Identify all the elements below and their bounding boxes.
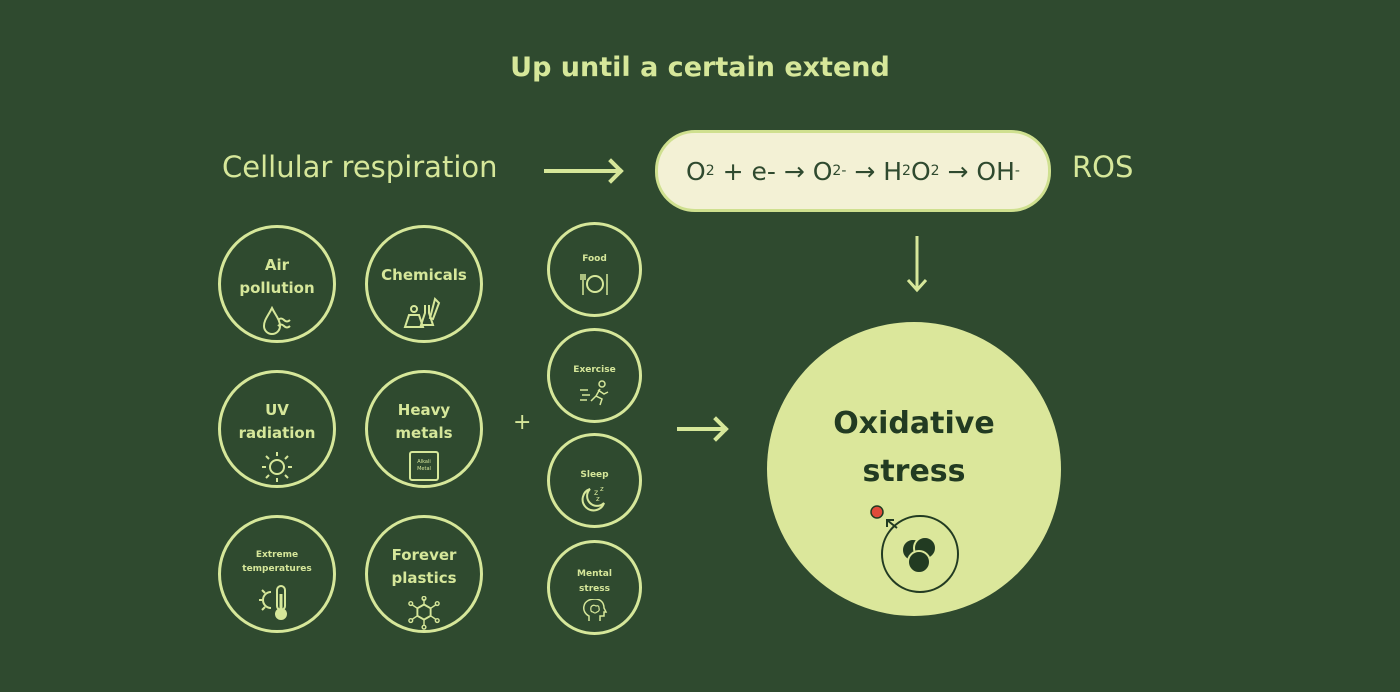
factor-label: UV radiation bbox=[239, 399, 316, 445]
plus-sign: + bbox=[513, 410, 532, 435]
plate-cutlery-icon bbox=[579, 274, 608, 295]
metal-icon-text2: Metal bbox=[417, 466, 431, 472]
factor-line1: Heavy bbox=[397, 401, 451, 419]
chemistry-flask-icon bbox=[403, 297, 441, 328]
moon-zzz-icon: z z z bbox=[581, 485, 605, 512]
thermometer-sun-icon bbox=[259, 585, 287, 620]
factor-uv-radiation: UV radiation bbox=[218, 370, 336, 488]
factor-label: Air pollution bbox=[239, 254, 314, 300]
brain-head-icon bbox=[582, 599, 607, 621]
factor-extreme-temperatures: Extreme temperatures bbox=[218, 515, 336, 633]
running-person-icon bbox=[579, 380, 608, 406]
factor-line1: Extreme bbox=[255, 550, 299, 560]
eq-arrow: → bbox=[939, 156, 977, 186]
factor-label: Forever plastics bbox=[391, 544, 456, 590]
cell-free-radical-icon bbox=[870, 505, 959, 593]
factor-line2: plastics bbox=[391, 569, 457, 587]
factor-line1: UV bbox=[265, 401, 289, 419]
eq-sub: 2 bbox=[705, 163, 715, 179]
factor-chemicals: Chemicals bbox=[365, 225, 483, 343]
eq-sub: 2 bbox=[832, 163, 842, 179]
eq-o: O bbox=[686, 156, 706, 186]
lifestyle-line2: stress bbox=[579, 584, 610, 594]
eq-o3: O bbox=[910, 156, 931, 186]
svg-text:z: z bbox=[596, 495, 600, 503]
lifestyle-label: Mental stress bbox=[577, 567, 612, 597]
svg-text:z: z bbox=[600, 485, 604, 493]
factor-line2: temperatures bbox=[242, 564, 312, 574]
lifestyle-exercise: Exercise bbox=[547, 328, 642, 423]
arrow-to-equation bbox=[544, 169, 620, 173]
factor-air-pollution: Air pollution bbox=[218, 225, 336, 343]
lifestyle-mental-stress: Mental stress bbox=[547, 540, 642, 635]
oxidative-stress-circle: Oxidative stress bbox=[767, 322, 1061, 616]
factor-line1: Forever bbox=[391, 546, 457, 564]
arrow-down-icon bbox=[906, 236, 928, 293]
lifestyle-line1: Food bbox=[582, 254, 607, 264]
eq-oh: OH bbox=[976, 156, 1015, 186]
factor-label: Extreme temperatures bbox=[242, 548, 311, 576]
lifestyle-label: Exercise bbox=[573, 363, 615, 378]
eq-sub: 2 bbox=[930, 163, 940, 179]
metal-element-icon: Alkali Metal bbox=[409, 451, 439, 481]
diagram-title: Up until a certain extend bbox=[510, 52, 890, 83]
arrow-to-oxidative-stress bbox=[677, 427, 725, 431]
eq-plus-e: + e- → bbox=[714, 156, 813, 186]
sun-icon bbox=[262, 452, 292, 482]
factor-line2: metals bbox=[395, 424, 453, 442]
eq-sup: - bbox=[1014, 163, 1020, 179]
metal-icon-text1: Alkali bbox=[417, 459, 431, 465]
eq-arrow: → bbox=[846, 156, 884, 186]
ros-label: ROS bbox=[1072, 150, 1134, 184]
lifestyle-line1: Mental bbox=[577, 569, 612, 579]
result-line2: stress bbox=[862, 454, 966, 489]
result-line1: Oxidative bbox=[833, 406, 995, 441]
factor-line1: Air bbox=[264, 256, 290, 274]
eq-o2: O bbox=[812, 156, 833, 186]
factor-label: Heavy metals bbox=[395, 399, 452, 445]
factor-forever-plastics: Forever plastics bbox=[365, 515, 483, 633]
lifestyle-label: Food bbox=[582, 252, 607, 267]
lifestyle-line1: Exercise bbox=[573, 365, 616, 375]
factor-line1: Chemicals bbox=[381, 266, 467, 284]
eq-sup: - bbox=[841, 163, 847, 179]
lifestyle-food: Food bbox=[547, 222, 642, 317]
factor-line2: pollution bbox=[239, 279, 315, 297]
eq-h: H bbox=[883, 156, 903, 186]
water-pollution-icon bbox=[262, 306, 291, 335]
factor-label: Chemicals bbox=[381, 264, 467, 287]
lifestyle-label: Sleep bbox=[580, 468, 608, 483]
lifestyle-sleep: Sleep z z z bbox=[547, 433, 642, 528]
oxidative-stress-title: Oxidative stress bbox=[767, 400, 1061, 496]
factor-line2: radiation bbox=[238, 424, 316, 442]
cellular-respiration-label: Cellular respiration bbox=[222, 150, 498, 184]
factor-heavy-metals: Heavy metals Alkali Metal bbox=[365, 370, 483, 488]
molecule-icon bbox=[408, 596, 440, 630]
svg-text:z: z bbox=[594, 488, 598, 497]
eq-sub: 2 bbox=[902, 163, 911, 179]
lifestyle-line1: Sleep bbox=[580, 470, 609, 480]
